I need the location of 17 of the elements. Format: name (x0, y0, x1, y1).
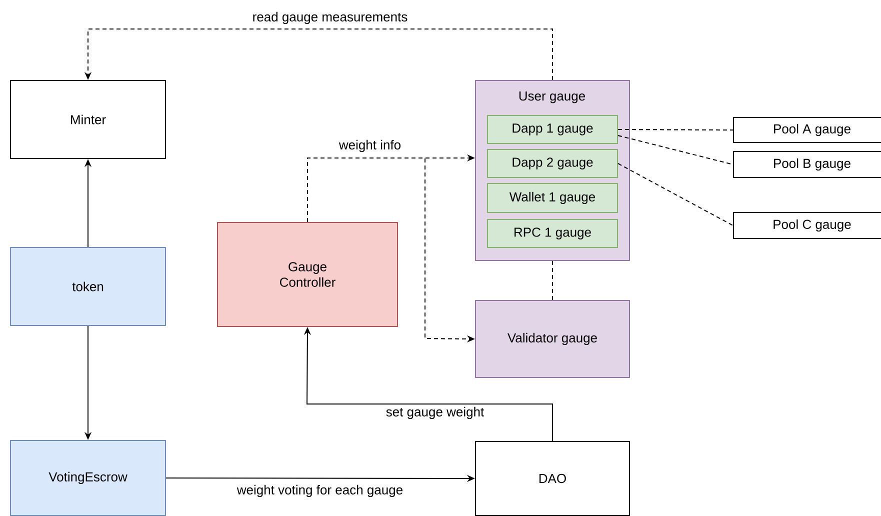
component-box: Minter (10, 80, 166, 159)
edge-label: weight info (338, 138, 402, 154)
component-box: Gauge Controller (217, 222, 398, 327)
gauge-box: Wallet 1 gauge (487, 183, 618, 213)
gauge-box: Pool B gauge (733, 151, 881, 178)
gauge-box: Dapp 2 gauge (487, 149, 618, 178)
component-box: Validator gauge (475, 300, 630, 378)
component-box: VotingEscrow (10, 440, 166, 516)
edge-label: weight voting for each gauge (236, 484, 404, 498)
gauge-box: Pool C gauge (733, 212, 881, 239)
component-box: DAO (475, 441, 630, 516)
edge-label: set gauge weight (384, 406, 486, 420)
component-box: token (10, 247, 166, 326)
gauge-box: RPC 1 gauge (487, 219, 618, 248)
gauge-box: Pool A gauge (733, 117, 881, 143)
gauge-box: Dapp 1 gauge (487, 115, 618, 144)
edge-label: read gauge measurements (251, 10, 409, 26)
